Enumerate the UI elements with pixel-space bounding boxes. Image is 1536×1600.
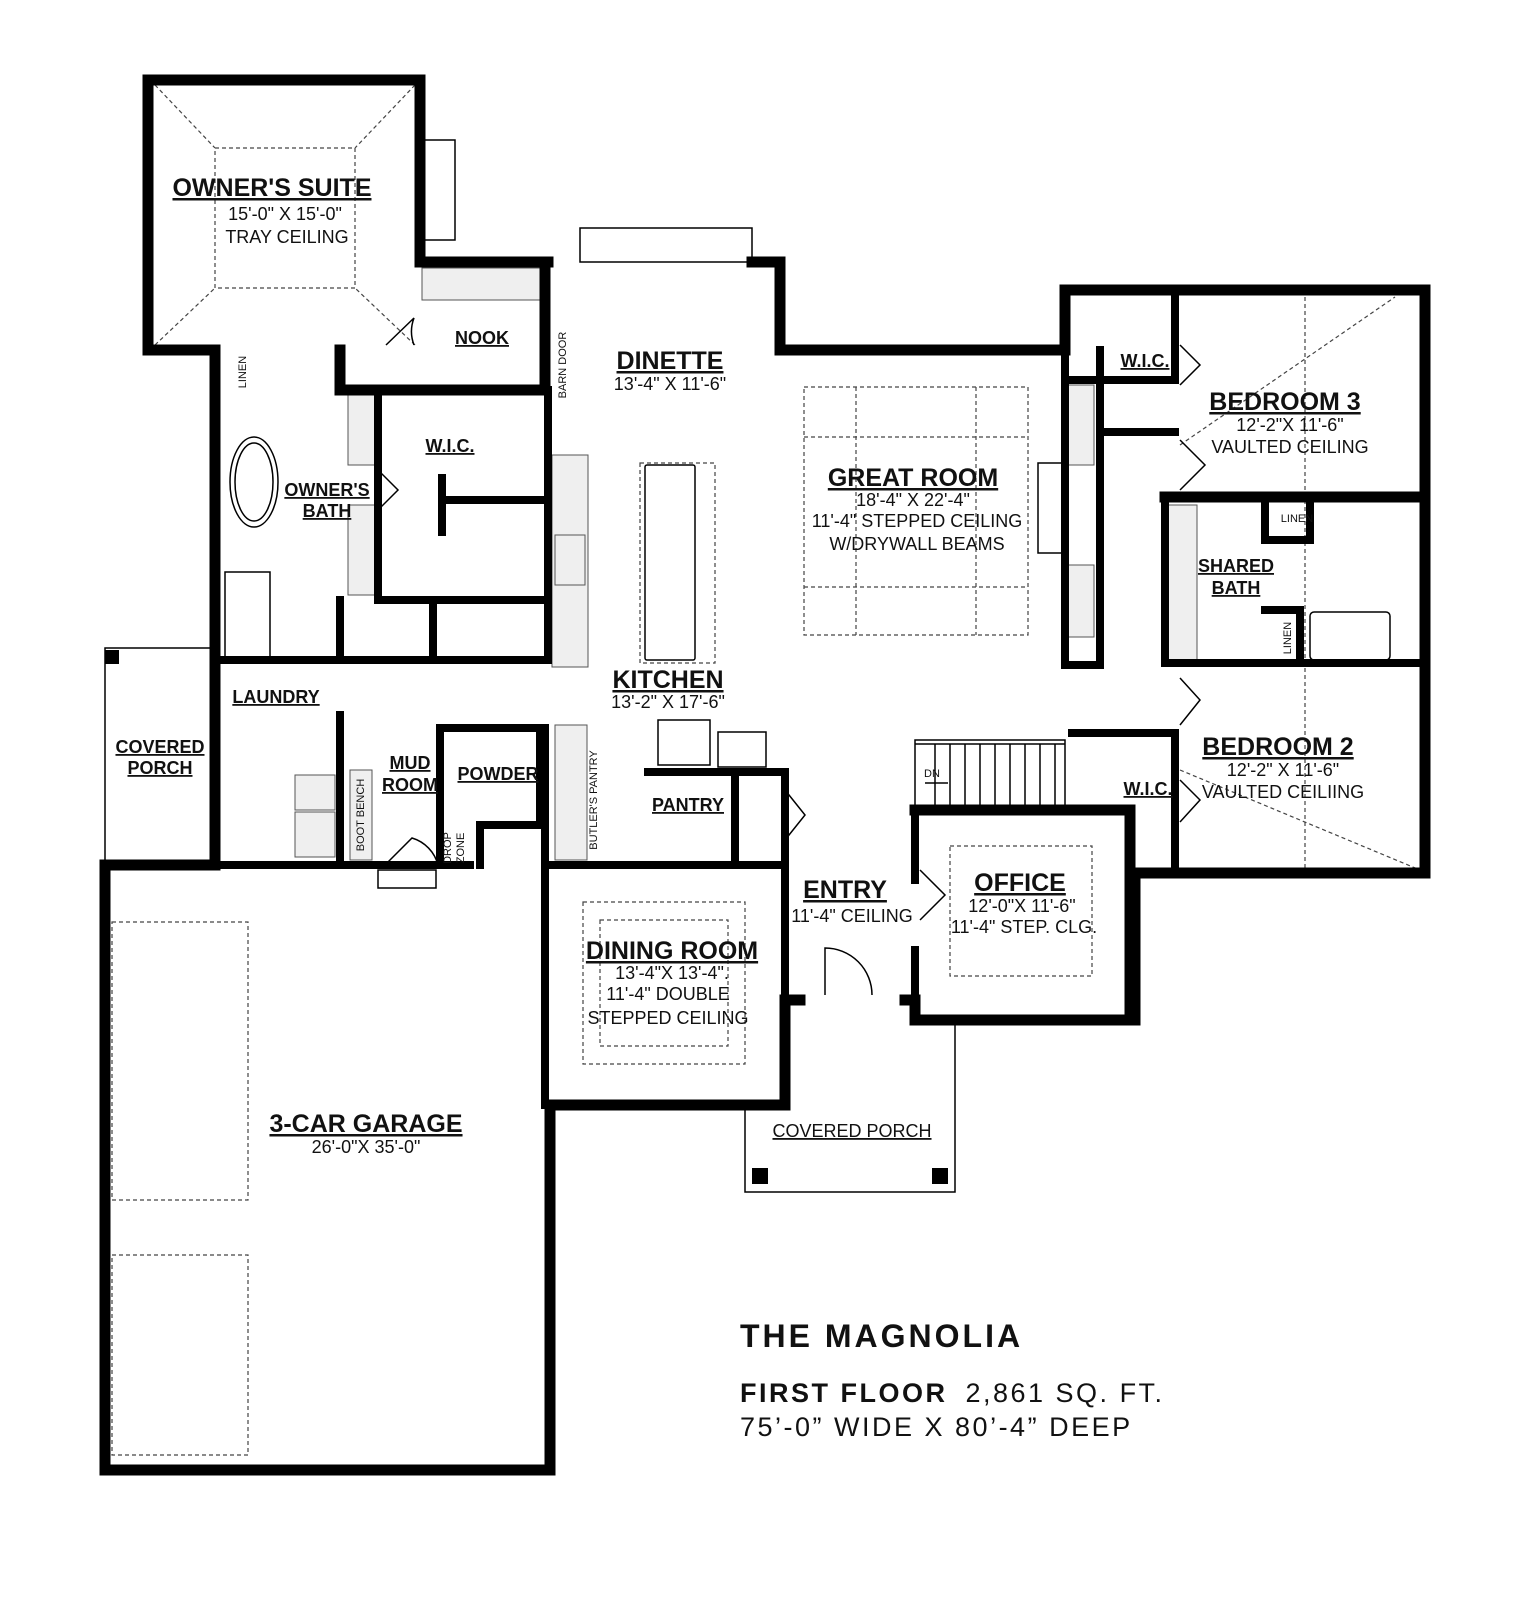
nook-label: NOOK xyxy=(455,328,509,348)
garage-size: 26'-0"X 35'-0" xyxy=(312,1137,421,1157)
doors xyxy=(377,317,1207,996)
linen-label: LINEN xyxy=(237,356,249,388)
mud-room-label-2: ROOM xyxy=(382,775,438,795)
owners-bath-label-1: OWNER'S xyxy=(284,480,369,500)
drop-zone-label-1: DROP xyxy=(442,832,454,864)
barn-door-label: BARN DOOR xyxy=(557,332,569,399)
bedroom2-wic-label: W.I.C. xyxy=(1124,779,1173,799)
stair-down-label: DN xyxy=(924,768,940,780)
room-ceiling: TRAY CEILING xyxy=(225,227,348,247)
shared-bath-label-2: BATH xyxy=(1212,578,1261,598)
walls xyxy=(99,74,1431,1476)
fixtures xyxy=(224,139,1391,861)
powder-label: POWDER xyxy=(458,764,539,784)
room-ceiling-1: 11'-4" DOUBLE xyxy=(606,984,730,1004)
kitchen-label: KITCHEN xyxy=(612,666,723,694)
linen-label-2: LINEN xyxy=(1281,513,1313,525)
room-beams: W/DRYWALL BEAMS xyxy=(829,534,1004,554)
side-porch-label-2: PORCH xyxy=(127,758,192,778)
mud-room-label-1: MUD xyxy=(390,753,431,773)
room-labels: OWNER'S SUITE 15'-0" X 15'-0" TRAY CEILI… xyxy=(115,174,1368,1157)
drop-zone-label-2: ZONE xyxy=(455,833,467,864)
garage-label: 3-CAR GARAGE xyxy=(269,1110,462,1138)
room-ceiling-2: STEPPED CEILING xyxy=(587,1008,748,1028)
room-ceiling: 11'-4" STEPPED CEILING xyxy=(812,511,1023,531)
office-ceiling: 11'-4" STEP. CLG. xyxy=(951,917,1097,937)
owners-suite-label: OWNER'S SUITE 15'-0" X 15'-0" TRAY CEILI… xyxy=(172,174,371,247)
owners-bath-label-2: BATH xyxy=(303,501,352,521)
laundry-label: LAUNDRY xyxy=(232,687,319,707)
room-size: 18'-4" X 22'-4" xyxy=(856,490,970,510)
room-name: OWNER'S SUITE xyxy=(172,174,371,202)
bedroom3-size: 12'-2"X 11'-6" xyxy=(1236,415,1343,435)
dinette-label: DINETTE xyxy=(617,347,724,375)
bedroom3-wic-label: W.I.C. xyxy=(1121,351,1170,371)
front-porch-label: COVERED PORCH xyxy=(772,1121,931,1141)
kitchen-size: 13'-2" X 17'-6" xyxy=(611,692,725,712)
office-label: OFFICE xyxy=(974,869,1066,897)
porches xyxy=(104,647,956,1193)
dinette-size: 13'-4" X 11'-6" xyxy=(614,374,726,394)
linen-label-3: LINEN xyxy=(1282,622,1294,654)
dining-room-label: DINING ROOM 13'-4"X 13'-4". 11'-4" DOUBL… xyxy=(586,937,758,1028)
bedroom2-size: 12'-2" X 11'-6" xyxy=(1227,760,1339,780)
bedroom2-label: BEDROOM 2 xyxy=(1202,733,1353,761)
bedroom2-ceiling: VAULTED CEILIING xyxy=(1202,782,1364,802)
bedroom3-label: BEDROOM 3 xyxy=(1209,388,1360,416)
plan-title: THE MAGNOLIA xyxy=(740,1318,1024,1354)
bedroom3-ceiling: VAULTED CEILING xyxy=(1211,437,1368,457)
pantry-label: PANTRY xyxy=(652,795,724,815)
room-name: DINING ROOM xyxy=(586,937,758,965)
ceiling-lines xyxy=(111,84,1421,1456)
floor-label: FIRST FLOOR xyxy=(740,1378,948,1408)
room-name: GREAT ROOM xyxy=(828,464,998,492)
office-size: 12'-0"X 11'-6" xyxy=(968,896,1075,916)
side-porch-label-1: COVERED xyxy=(115,737,204,757)
boot-bench-label: BOOT BENCH xyxy=(355,779,367,852)
great-room-label: GREAT ROOM 18'-4" X 22'-4" 11'-4" STEPPE… xyxy=(812,464,1023,554)
room-size: 13'-4"X 13'-4". xyxy=(615,963,729,983)
plan-dimensions: 75’-0” WIDE X 80’-4” DEEP xyxy=(740,1412,1133,1442)
stairs xyxy=(914,739,1066,809)
square-footage: 2,861 SQ. FT. xyxy=(965,1378,1165,1408)
room-size: 15'-0" X 15'-0" xyxy=(228,204,342,224)
owners-wic-label: W.I.C. xyxy=(426,436,475,456)
entry-ceiling: 11'-4" CEILING xyxy=(791,906,913,926)
butlers-pantry-label: BUTLER'S PANTRY xyxy=(588,750,600,850)
shared-bath-label-1: SHARED xyxy=(1198,556,1274,576)
plan-floor-area: FIRST FLOOR 2,861 SQ. FT. xyxy=(740,1378,1165,1409)
entry-label: ENTRY xyxy=(803,876,887,904)
